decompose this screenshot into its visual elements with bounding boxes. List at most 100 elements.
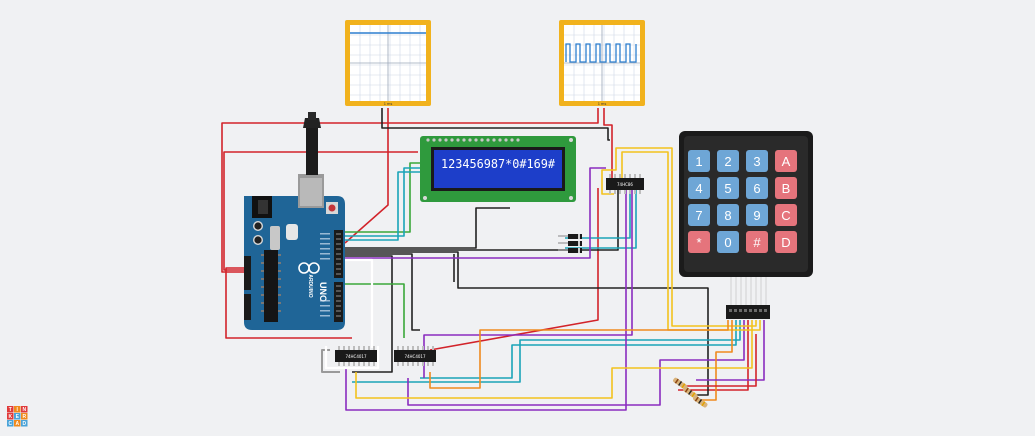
wire-purple[interactable]	[696, 320, 765, 381]
wire-teal[interactable]	[345, 171, 428, 241]
logo-tile	[7, 413, 14, 420]
lcd-header-pins	[426, 138, 520, 142]
logo-letter: N	[22, 407, 26, 413]
wire-teal[interactable]	[565, 188, 631, 239]
chip-74hc4017-left[interactable]: 74HC4017	[335, 346, 377, 366]
wire-orange[interactable]	[700, 320, 733, 401]
keypad-key-1[interactable]: 1	[688, 150, 710, 172]
keypad-key-label: 9	[753, 208, 760, 223]
logo-tile	[21, 420, 28, 427]
logo-letter: T	[9, 407, 12, 413]
keypad-key-9[interactable]: 9	[746, 204, 768, 226]
keypad-key-c[interactable]: C	[775, 204, 797, 226]
chip-label: 74HC86	[617, 182, 633, 187]
lcd-text: 123456987*0#169#	[441, 157, 556, 171]
keypad-key-star[interactable]: *	[688, 231, 710, 253]
wire-red[interactable]	[686, 334, 757, 387]
logo-letter: D	[22, 421, 26, 427]
scope-caption: 1 ms	[384, 102, 393, 106]
keypad-key-label: C	[781, 208, 790, 223]
wire-white[interactable]	[345, 258, 374, 348]
chip-74hc86[interactable]: 74HC86	[606, 174, 644, 194]
wire-black[interactable]	[381, 108, 610, 141]
wire-orange[interactable]	[429, 320, 729, 389]
keypad-key-label: D	[781, 235, 790, 250]
wire-red[interactable]	[603, 108, 613, 188]
wire-black[interactable]	[345, 207, 510, 249]
logo-letter: I	[17, 407, 19, 413]
wire-black[interactable]	[345, 255, 393, 373]
keypad-key-6[interactable]: 6	[746, 177, 768, 199]
usb-cable	[306, 128, 318, 175]
wire-black[interactable]	[345, 253, 420, 331]
wires	[221, 108, 765, 411]
keypad-key-a[interactable]: A	[775, 150, 797, 172]
wire-red[interactable]	[221, 108, 599, 273]
oscilloscope-left[interactable]: 1 ms	[345, 20, 431, 106]
keypad-key-hash[interactable]: #	[746, 231, 768, 253]
wire-green[interactable]	[345, 283, 405, 338]
arduino-brand: ARDUINO	[307, 274, 313, 297]
wire-black[interactable]	[345, 188, 619, 251]
wire-purple[interactable]	[407, 320, 745, 406]
wire-purple[interactable]	[345, 167, 606, 259]
keypad-key-label: 0	[724, 235, 731, 250]
wire-teal[interactable]	[352, 320, 741, 383]
wire-red[interactable]	[678, 320, 749, 391]
keypad-connector[interactable]	[726, 305, 770, 319]
keypad-key-5[interactable]: 5	[717, 177, 739, 199]
lcd-display[interactable]: 123456987*0#169#	[420, 136, 576, 202]
wire-green[interactable]	[345, 162, 428, 233]
wire-black[interactable]	[345, 251, 709, 396]
wire-teal[interactable]	[345, 167, 428, 237]
logo-tile	[14, 420, 21, 427]
keypad-key-3[interactable]: 3	[746, 150, 768, 172]
reset-button[interactable]	[328, 204, 336, 212]
arduino-model: UNO	[318, 282, 328, 302]
keypad-key-label: B	[782, 181, 791, 196]
wire-teal[interactable]	[565, 188, 637, 249]
keypad-key-label: #	[753, 235, 761, 250]
arduino-uno[interactable]: ARDUINO UNO	[244, 112, 345, 330]
logo-tile	[7, 406, 14, 413]
keypad-key-label: 8	[724, 208, 731, 223]
logo-tile	[21, 413, 28, 420]
keypad-key-4[interactable]: 4	[688, 177, 710, 199]
keypad-key-label: 1	[695, 154, 702, 169]
chip-74hc4017-right[interactable]: 74HC4017	[394, 346, 436, 366]
wire-red[interactable]	[223, 151, 418, 271]
keypad-key-b[interactable]: B	[775, 177, 797, 199]
chip-label: 74HC4017	[404, 354, 426, 359]
diodes[interactable]	[558, 234, 582, 253]
keypad-key-label: 3	[753, 154, 760, 169]
wire-purple[interactable]	[345, 188, 627, 411]
wire-yellow[interactable]	[355, 320, 753, 399]
resistors[interactable]	[672, 377, 708, 408]
keypad-key-label: 4	[695, 181, 702, 196]
keypad-key-label: 7	[695, 208, 702, 223]
keypad-key-d[interactable]: D	[775, 231, 797, 253]
logo-tile	[7, 420, 14, 427]
oscilloscope-right[interactable]: 1 ms	[559, 20, 645, 106]
scope-caption: 1 ms	[598, 102, 607, 106]
wire-red[interactable]	[429, 188, 599, 351]
wire-yellow[interactable]	[621, 151, 761, 331]
keypad-key-7[interactable]: 7	[688, 204, 710, 226]
logo-tile	[14, 413, 21, 420]
keypad-key-8[interactable]: 8	[717, 204, 739, 226]
logo-letter: R	[22, 414, 26, 420]
wire-red[interactable]	[225, 267, 352, 339]
wire-purple[interactable]	[423, 188, 633, 378]
keypad-key-2[interactable]: 2	[717, 150, 739, 172]
keypad-key-0[interactable]: 0	[717, 231, 739, 253]
wire-teal[interactable]	[420, 320, 737, 379]
logo-letter: K	[8, 414, 12, 420]
wire-red[interactable]	[344, 108, 389, 244]
logo-tile	[14, 406, 21, 413]
logo-letter: A	[15, 421, 19, 427]
keypad-key-label: 2	[724, 154, 731, 169]
wire-white[interactable]	[324, 346, 380, 370]
